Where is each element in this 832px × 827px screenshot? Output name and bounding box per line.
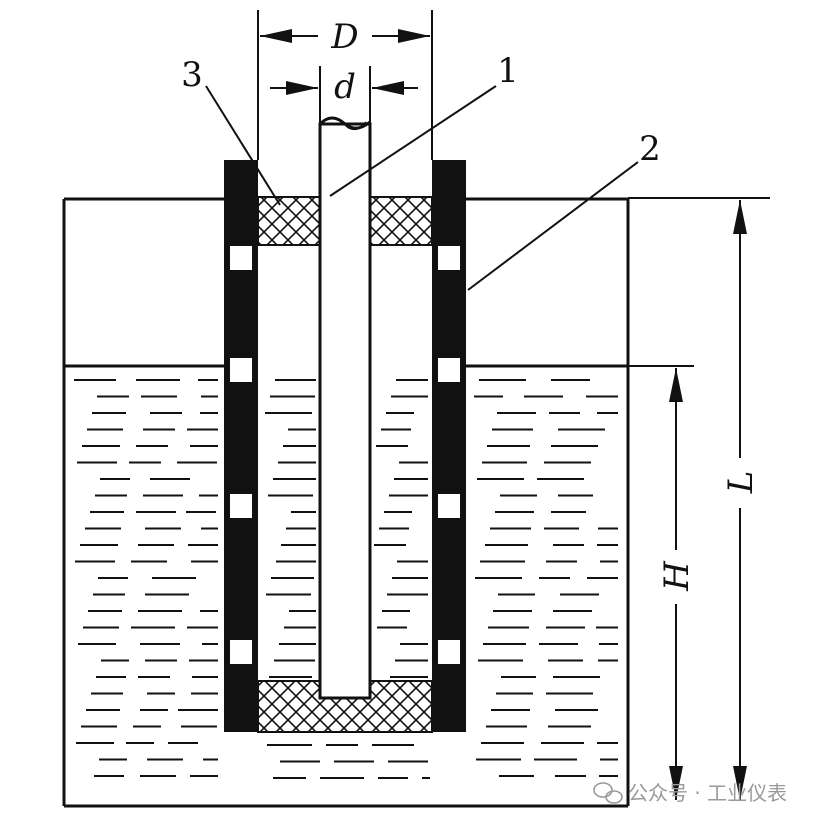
inner-electrode-rod <box>318 116 372 700</box>
electrode-hole <box>230 494 252 518</box>
electrode-hole <box>438 494 460 518</box>
electrode-hole <box>438 640 460 664</box>
dimension-inner-diameter <box>270 66 418 124</box>
label-inner-diameter: d <box>334 67 356 107</box>
label-part-3: 3 <box>181 55 203 95</box>
electrode-hole <box>230 246 252 270</box>
label-total-length: L <box>721 471 761 495</box>
wechat-icon <box>593 782 623 804</box>
dimension-liquid-height <box>628 365 694 800</box>
leader-lines <box>205 85 639 291</box>
label-part-2: 2 <box>639 129 661 169</box>
insulating-seal <box>257 196 433 733</box>
outer-electrode-tube <box>224 160 466 732</box>
container <box>62 197 630 808</box>
label-liquid-height: H <box>657 560 697 592</box>
liquid-dashes <box>74 379 618 779</box>
electrode-hole <box>438 358 460 382</box>
label-part-1: 1 <box>497 51 519 91</box>
dimension-outer-diameter <box>257 10 433 160</box>
electrode-hole <box>438 246 460 270</box>
electrode-hole <box>230 640 252 664</box>
electrode-holes <box>230 246 460 664</box>
watermark: 公众号 · 工业仪表 <box>593 781 787 805</box>
watermark-text: 公众号 · 工业仪表 <box>628 781 787 805</box>
dimension-total-length <box>628 197 770 800</box>
electrode-hole <box>230 358 252 382</box>
label-outer-diameter: D <box>330 17 358 57</box>
